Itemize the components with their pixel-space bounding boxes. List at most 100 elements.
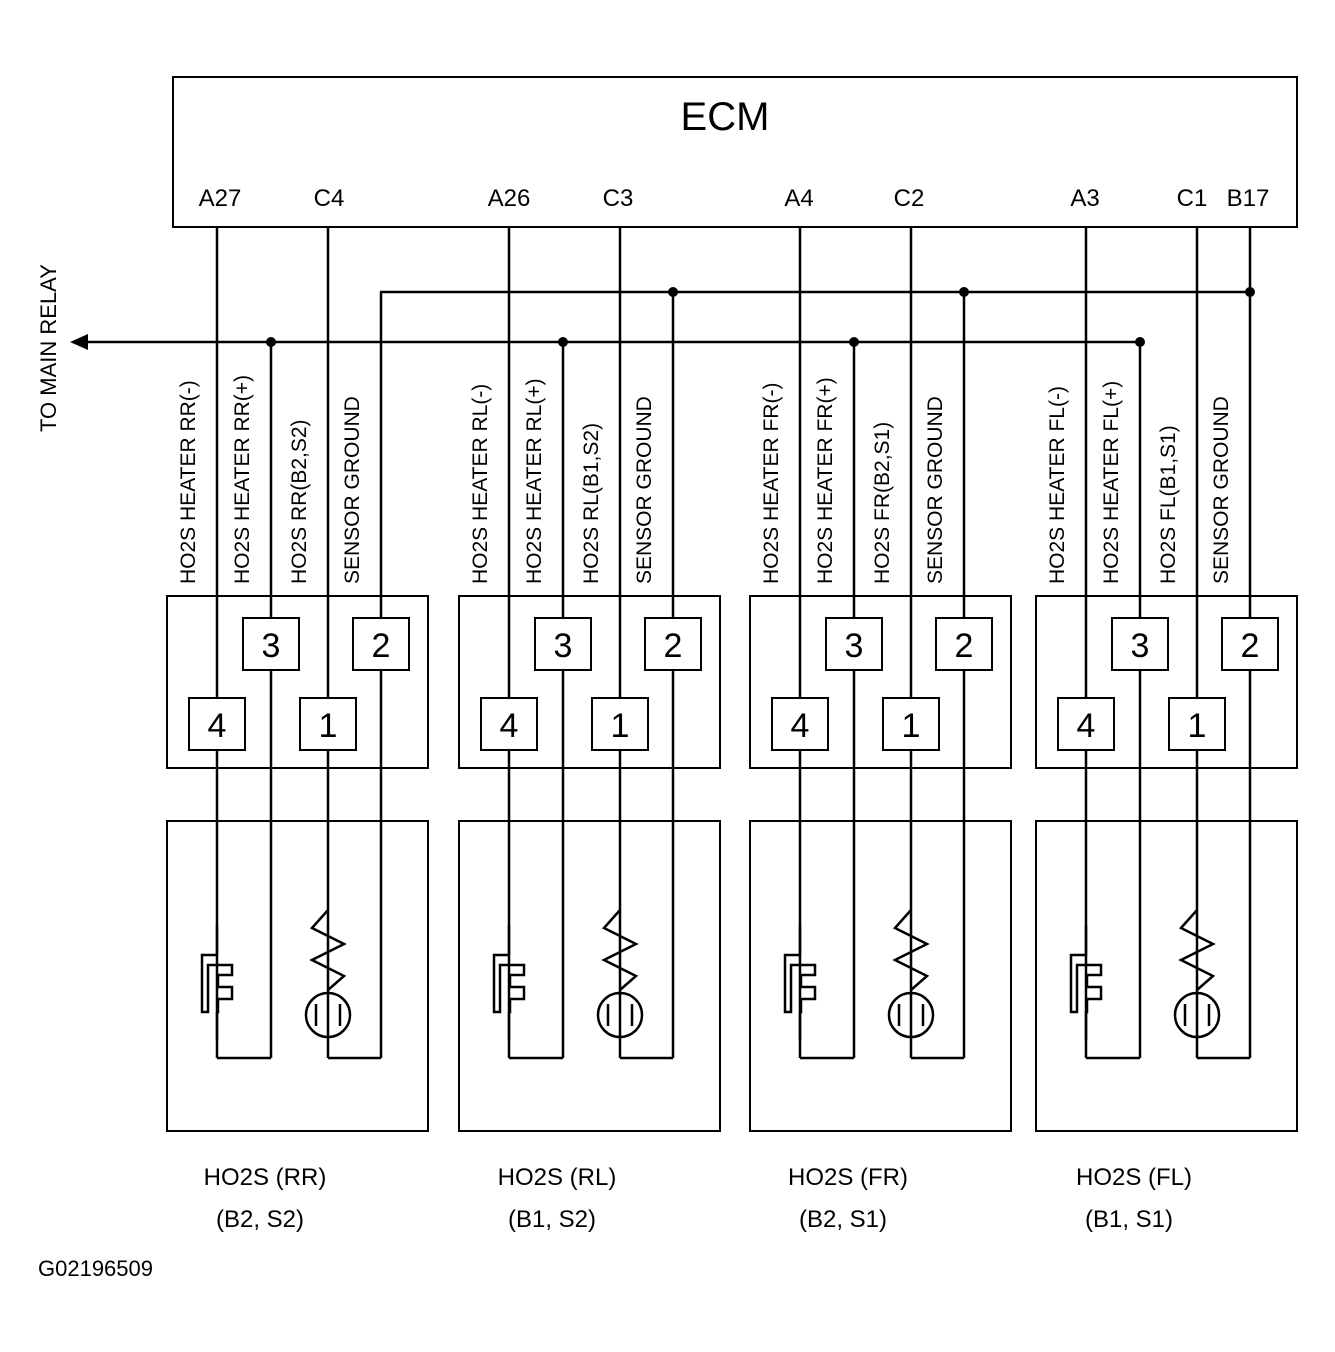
connector-pin-box (480, 697, 538, 751)
ecm-terminal-label: C4 (314, 185, 345, 212)
main-relay-arrow-icon (70, 334, 88, 350)
signal-label: HO2S FR(B2,S1) (871, 422, 894, 584)
signal-label: HO2S RR(B2,S2) (288, 419, 311, 584)
ecm-terminal-label: C2 (894, 185, 925, 212)
connector-pin-label: 3 (554, 627, 573, 665)
sensor-position: (B1, S1) (1085, 1206, 1173, 1233)
junction-dot (1245, 287, 1255, 297)
sensor-group: 4 3 1 2 HO2S HEATER RL(-) HO2S HEATER RL(+) HO… (458, 227, 721, 1233)
sensor-group: 4 3 1 2 HO2S HEATER FL(-) HO2S HEATER FL(+) HO… (1035, 227, 1298, 1233)
connector-pin-box (644, 617, 702, 671)
connector-pin-label: 2 (664, 627, 683, 665)
signal-label: HO2S HEATER RR(+) (231, 375, 254, 584)
junction-dot (1135, 337, 1145, 347)
connector-pin-box (882, 697, 940, 751)
signal-label: HO2S HEATER FR(-) (760, 383, 783, 584)
junction-dot (959, 287, 969, 297)
sensor-body-box (166, 820, 429, 1132)
signal-label: SENSOR GROUND (924, 396, 947, 584)
connector-pin-box (1221, 617, 1279, 671)
sensor-body-box (749, 820, 1012, 1132)
sensor-name: HO2S (FL) (1076, 1164, 1192, 1191)
ecm-terminal-label: C3 (603, 185, 634, 212)
connector-box (1035, 595, 1298, 769)
sensor-body-box (458, 820, 721, 1132)
connector-pin-box (1057, 697, 1115, 751)
resistor-icon (892, 909, 930, 991)
signal-label: SENSOR GROUND (341, 396, 364, 584)
figure-id: G02196509 (38, 1256, 153, 1281)
connector-pin-box (188, 697, 246, 751)
connector-pin-box (825, 617, 883, 671)
connector-pin-label: 2 (372, 627, 391, 665)
sensor-position: (B2, S2) (216, 1206, 304, 1233)
heater-element-icon (783, 953, 817, 1014)
ecm-label: ECM (681, 95, 770, 139)
signal-label: HO2S HEATER FR(+) (814, 377, 837, 584)
sensor-position: (B1, S2) (508, 1206, 596, 1233)
connector-pin-label: 1 (611, 707, 630, 745)
junction-dot (558, 337, 568, 347)
connector-pin-box (1168, 697, 1226, 751)
ecm-terminal-label: A27 (199, 185, 242, 212)
connector-pin-label: 3 (1131, 627, 1150, 665)
sensing-cell-icon (304, 991, 352, 1039)
ecm-terminal-label: B17 (1227, 185, 1270, 212)
ecm-terminal-label: A4 (784, 185, 813, 212)
resistor-icon (1178, 909, 1216, 991)
junction-dot (266, 337, 276, 347)
connector-pin-label: 1 (902, 707, 921, 745)
ecm-terminal-label: A3 (1070, 185, 1099, 212)
junction-dot (668, 287, 678, 297)
sensor-group: 4 3 1 2 HO2S HEATER FR(-) HO2S HEATER FR(+) HO… (749, 227, 1012, 1233)
connector-pin-box (935, 617, 993, 671)
signal-label: HO2S HEATER FL(-) (1046, 386, 1069, 584)
sensor-position: (B2, S1) (799, 1206, 887, 1233)
connector-pin-label: 4 (791, 707, 810, 745)
connector-box (166, 595, 429, 769)
ecm-box (172, 76, 1298, 228)
signal-label: HO2S HEATER RL(-) (469, 384, 492, 584)
sensing-cell-icon (1173, 991, 1221, 1039)
connector-pin-label: 4 (500, 707, 519, 745)
connector-box (749, 595, 1012, 769)
signal-label: HO2S FL(B1,S1) (1157, 425, 1180, 584)
heater-element-icon (200, 953, 234, 1014)
connector-box (458, 595, 721, 769)
connector-pin-label: 1 (319, 707, 338, 745)
sensing-cell-icon (887, 991, 935, 1039)
heater-element-icon (492, 953, 526, 1014)
connector-pin-box (591, 697, 649, 751)
sensing-cell-icon (596, 991, 644, 1039)
connector-pin-label: 4 (1077, 707, 1096, 745)
main-relay-label: TO MAIN RELAY (36, 264, 61, 432)
connector-pin-label: 1 (1188, 707, 1207, 745)
connector-pin-box (1111, 617, 1169, 671)
connector-pin-box (242, 617, 300, 671)
connector-pin-box (299, 697, 357, 751)
connector-pin-box (352, 617, 410, 671)
signal-label: SENSOR GROUND (1210, 396, 1233, 584)
connector-pin-box (771, 697, 829, 751)
sensor-name: HO2S (RL) (498, 1164, 617, 1191)
connector-pin-label: 3 (262, 627, 281, 665)
signal-label: HO2S HEATER RL(+) (523, 378, 546, 584)
ecm-terminal-label: A26 (488, 185, 531, 212)
ecm-terminal-label: C1 (1177, 185, 1208, 212)
resistor-icon (309, 909, 347, 991)
connector-pin-label: 2 (955, 627, 974, 665)
connector-pin-label: 3 (845, 627, 864, 665)
connector-pin-box (534, 617, 592, 671)
heater-element-icon (1069, 953, 1103, 1014)
signal-label: SENSOR GROUND (633, 396, 656, 584)
ecm-terminal-labels: A27 C4 A26 C3 A4 C2 A3 C1 B17 (199, 185, 1270, 212)
signal-label: HO2S HEATER FL(+) (1100, 381, 1123, 584)
resistor-icon (601, 909, 639, 991)
connector-pin-label: 2 (1241, 627, 1260, 665)
sensor-body-box (1035, 820, 1298, 1132)
junction-dot (849, 337, 859, 347)
signal-label: HO2S RL(B1,S2) (580, 423, 603, 584)
